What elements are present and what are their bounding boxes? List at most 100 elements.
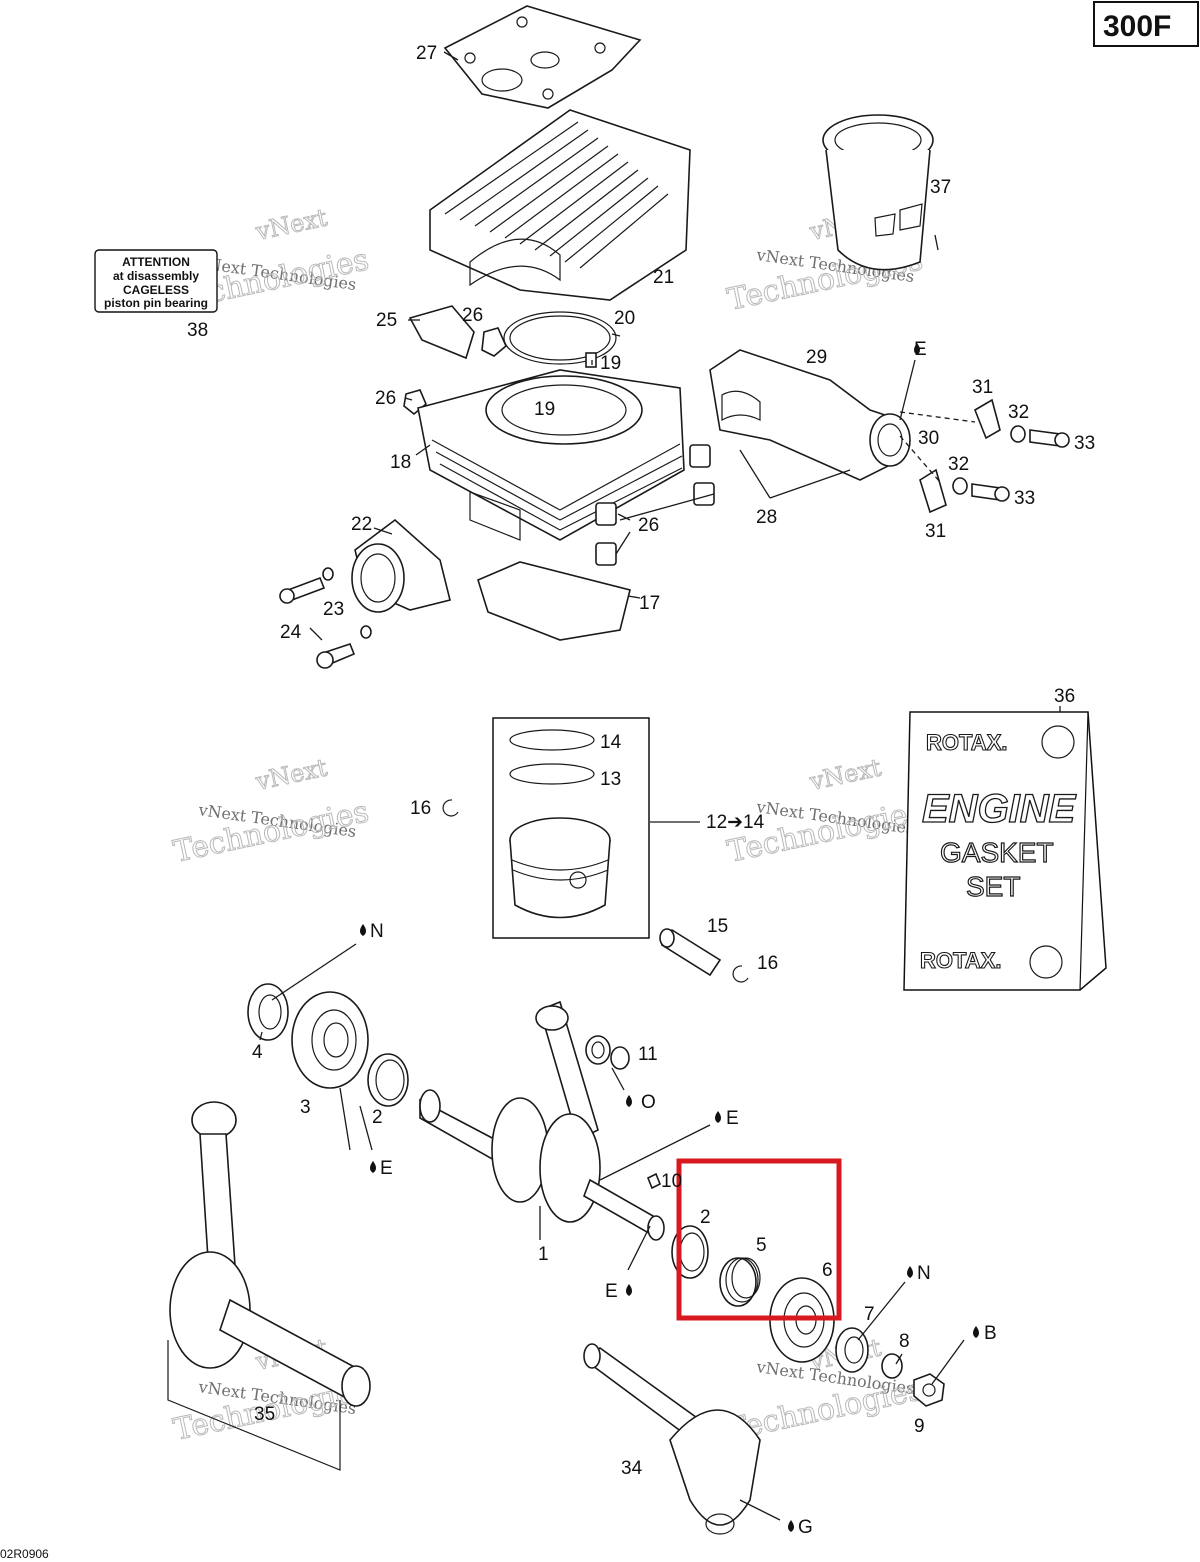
intake-manifold-part-22 [351, 518, 451, 613]
callout-labels: 27 37 21 38 25 26 20 19 19 26 18 29 E 31… [187, 43, 1095, 1538]
callout-34: 34 [621, 1458, 643, 1479]
shim-part-2-left [367, 1053, 409, 1107]
svg-text:vNext: vNext [252, 203, 330, 246]
callout-13: 13 [600, 769, 621, 790]
cylinder-part-18 [417, 369, 685, 541]
svg-text:CAGELESS: CAGELESS [123, 283, 189, 297]
callout-6: 6 [822, 1260, 833, 1281]
callout-14: 14 [600, 732, 622, 753]
figure-id: 300F [1103, 10, 1171, 43]
callout-15: 15 [707, 916, 728, 937]
lube-B: B [984, 1323, 997, 1344]
crankshaft-part-1 [419, 1000, 665, 1241]
callout-26-b: 26 [375, 388, 396, 409]
callout-28: 28 [756, 507, 777, 528]
callout-24: 24 [280, 622, 302, 643]
callout-31-b: 31 [925, 521, 946, 542]
lube-G: G [798, 1517, 813, 1538]
bracket-part-31 [919, 398, 1001, 514]
piston-pin-part-15 [659, 928, 722, 977]
callout-17: 17 [639, 593, 660, 614]
diagram-code: 02R0906 [0, 1547, 49, 1561]
callout-32-a: 32 [1008, 402, 1029, 423]
lube-N-2: N [917, 1263, 931, 1284]
lube-E-3: E [726, 1108, 739, 1129]
callout-19-b: 19 [534, 399, 555, 420]
cylinder-head-part-21 [429, 109, 691, 301]
oil-drop-icon [715, 1111, 721, 1123]
callout-23: 23 [323, 599, 344, 620]
callout-33-b: 33 [1014, 488, 1035, 509]
callout-35: 35 [254, 1404, 275, 1425]
callout-18: 18 [390, 452, 411, 473]
oil-drop-icon [907, 1266, 913, 1278]
callout-4: 4 [252, 1042, 263, 1063]
fasteners-part-23-24 [279, 567, 372, 669]
exhaust-manifold-part-29 [709, 349, 911, 481]
leader-lines [259, 51, 1061, 1521]
lube-N-1: N [370, 921, 384, 942]
callout-33-a: 33 [1074, 433, 1095, 454]
watermark-bottom-right: vNext vNext Technologies Technologies [724, 1333, 926, 1448]
callout-26-c: 26 [638, 515, 659, 536]
callout-30: 30 [918, 428, 939, 449]
callout-10: 10 [661, 1171, 682, 1192]
oil-drop-icon [914, 343, 920, 355]
oil-drop-icon [626, 1284, 632, 1296]
callout-29: 29 [806, 347, 827, 368]
ball-bearing-part-3 [291, 991, 369, 1089]
connecting-rod-part-35 [167, 1101, 371, 1471]
svg-text:ATTENTION: ATTENTION [122, 255, 190, 269]
callout-1: 1 [538, 1244, 549, 1265]
svg-text:ROTAX.: ROTAX. [920, 948, 1001, 973]
base-gasket-part-17 [477, 561, 631, 641]
callout-38: 38 [187, 320, 208, 341]
callout-11: 11 [638, 1044, 658, 1065]
callout-25: 25 [376, 310, 397, 331]
cylinder-sleeve-part-37 [822, 114, 934, 271]
callout-2-a: 2 [372, 1107, 383, 1128]
spacer-part-5 [719, 1257, 761, 1307]
svg-text:SET: SET [966, 871, 1020, 902]
washer-part-8 [881, 1353, 903, 1379]
lube-E-2: E [380, 1158, 393, 1179]
watermark-mid-left: vNext vNext Technologies Technologies [170, 753, 372, 870]
callout-26-a: 26 [462, 305, 483, 326]
callout-3: 3 [300, 1097, 311, 1118]
oil-drop-icon [973, 1326, 979, 1338]
seal-part-7 [835, 1327, 869, 1373]
callout-21: 21 [653, 267, 674, 288]
svg-text:piston pin bearing: piston pin bearing [104, 296, 208, 310]
engine-gasket-set-part-36: ROTAX. ENGINE GASKET SET ROTAX. [903, 711, 1107, 991]
head-gasket-part-27 [443, 5, 642, 109]
highlight-box [676, 1158, 842, 1321]
needle-bearing-part-11 [585, 1035, 630, 1070]
callout-9: 9 [914, 1416, 925, 1437]
attention-tag-part-38: ATTENTION at disassembly CAGELESS piston… [94, 249, 218, 313]
lube-drop-icons [360, 343, 979, 1532]
callout-7: 7 [864, 1304, 875, 1325]
piston-kit-box [492, 717, 700, 939]
washers-bolts-part-32-33 [952, 425, 1070, 502]
callout-16-a: 16 [410, 798, 431, 819]
svg-text:ENGINE: ENGINE [922, 787, 1077, 831]
nut-part-9 [913, 1373, 945, 1407]
callout-16-b: 16 [757, 953, 778, 974]
svg-text:at disassembly: at disassembly [113, 269, 199, 283]
callout-20: 20 [614, 308, 635, 329]
svg-text:vNext: vNext [806, 753, 884, 796]
svg-text:GASKET: GASKET [940, 837, 1054, 868]
oil-drop-icon [360, 924, 366, 936]
callout-12-14: 12➔14 [706, 812, 765, 833]
callout-31-a: 31 [972, 377, 993, 398]
oil-drop-icon [370, 1161, 376, 1173]
svg-text:ROTAX.: ROTAX. [926, 730, 1007, 755]
callout-8: 8 [899, 1331, 910, 1352]
callout-22: 22 [351, 514, 372, 535]
callout-36: 36 [1054, 686, 1075, 707]
callout-32-b: 32 [948, 454, 969, 475]
callout-27: 27 [416, 43, 437, 64]
key-part-10 [646, 1172, 662, 1190]
callout-19-a: 19 [600, 353, 621, 374]
oil-drop-icon [626, 1095, 632, 1107]
